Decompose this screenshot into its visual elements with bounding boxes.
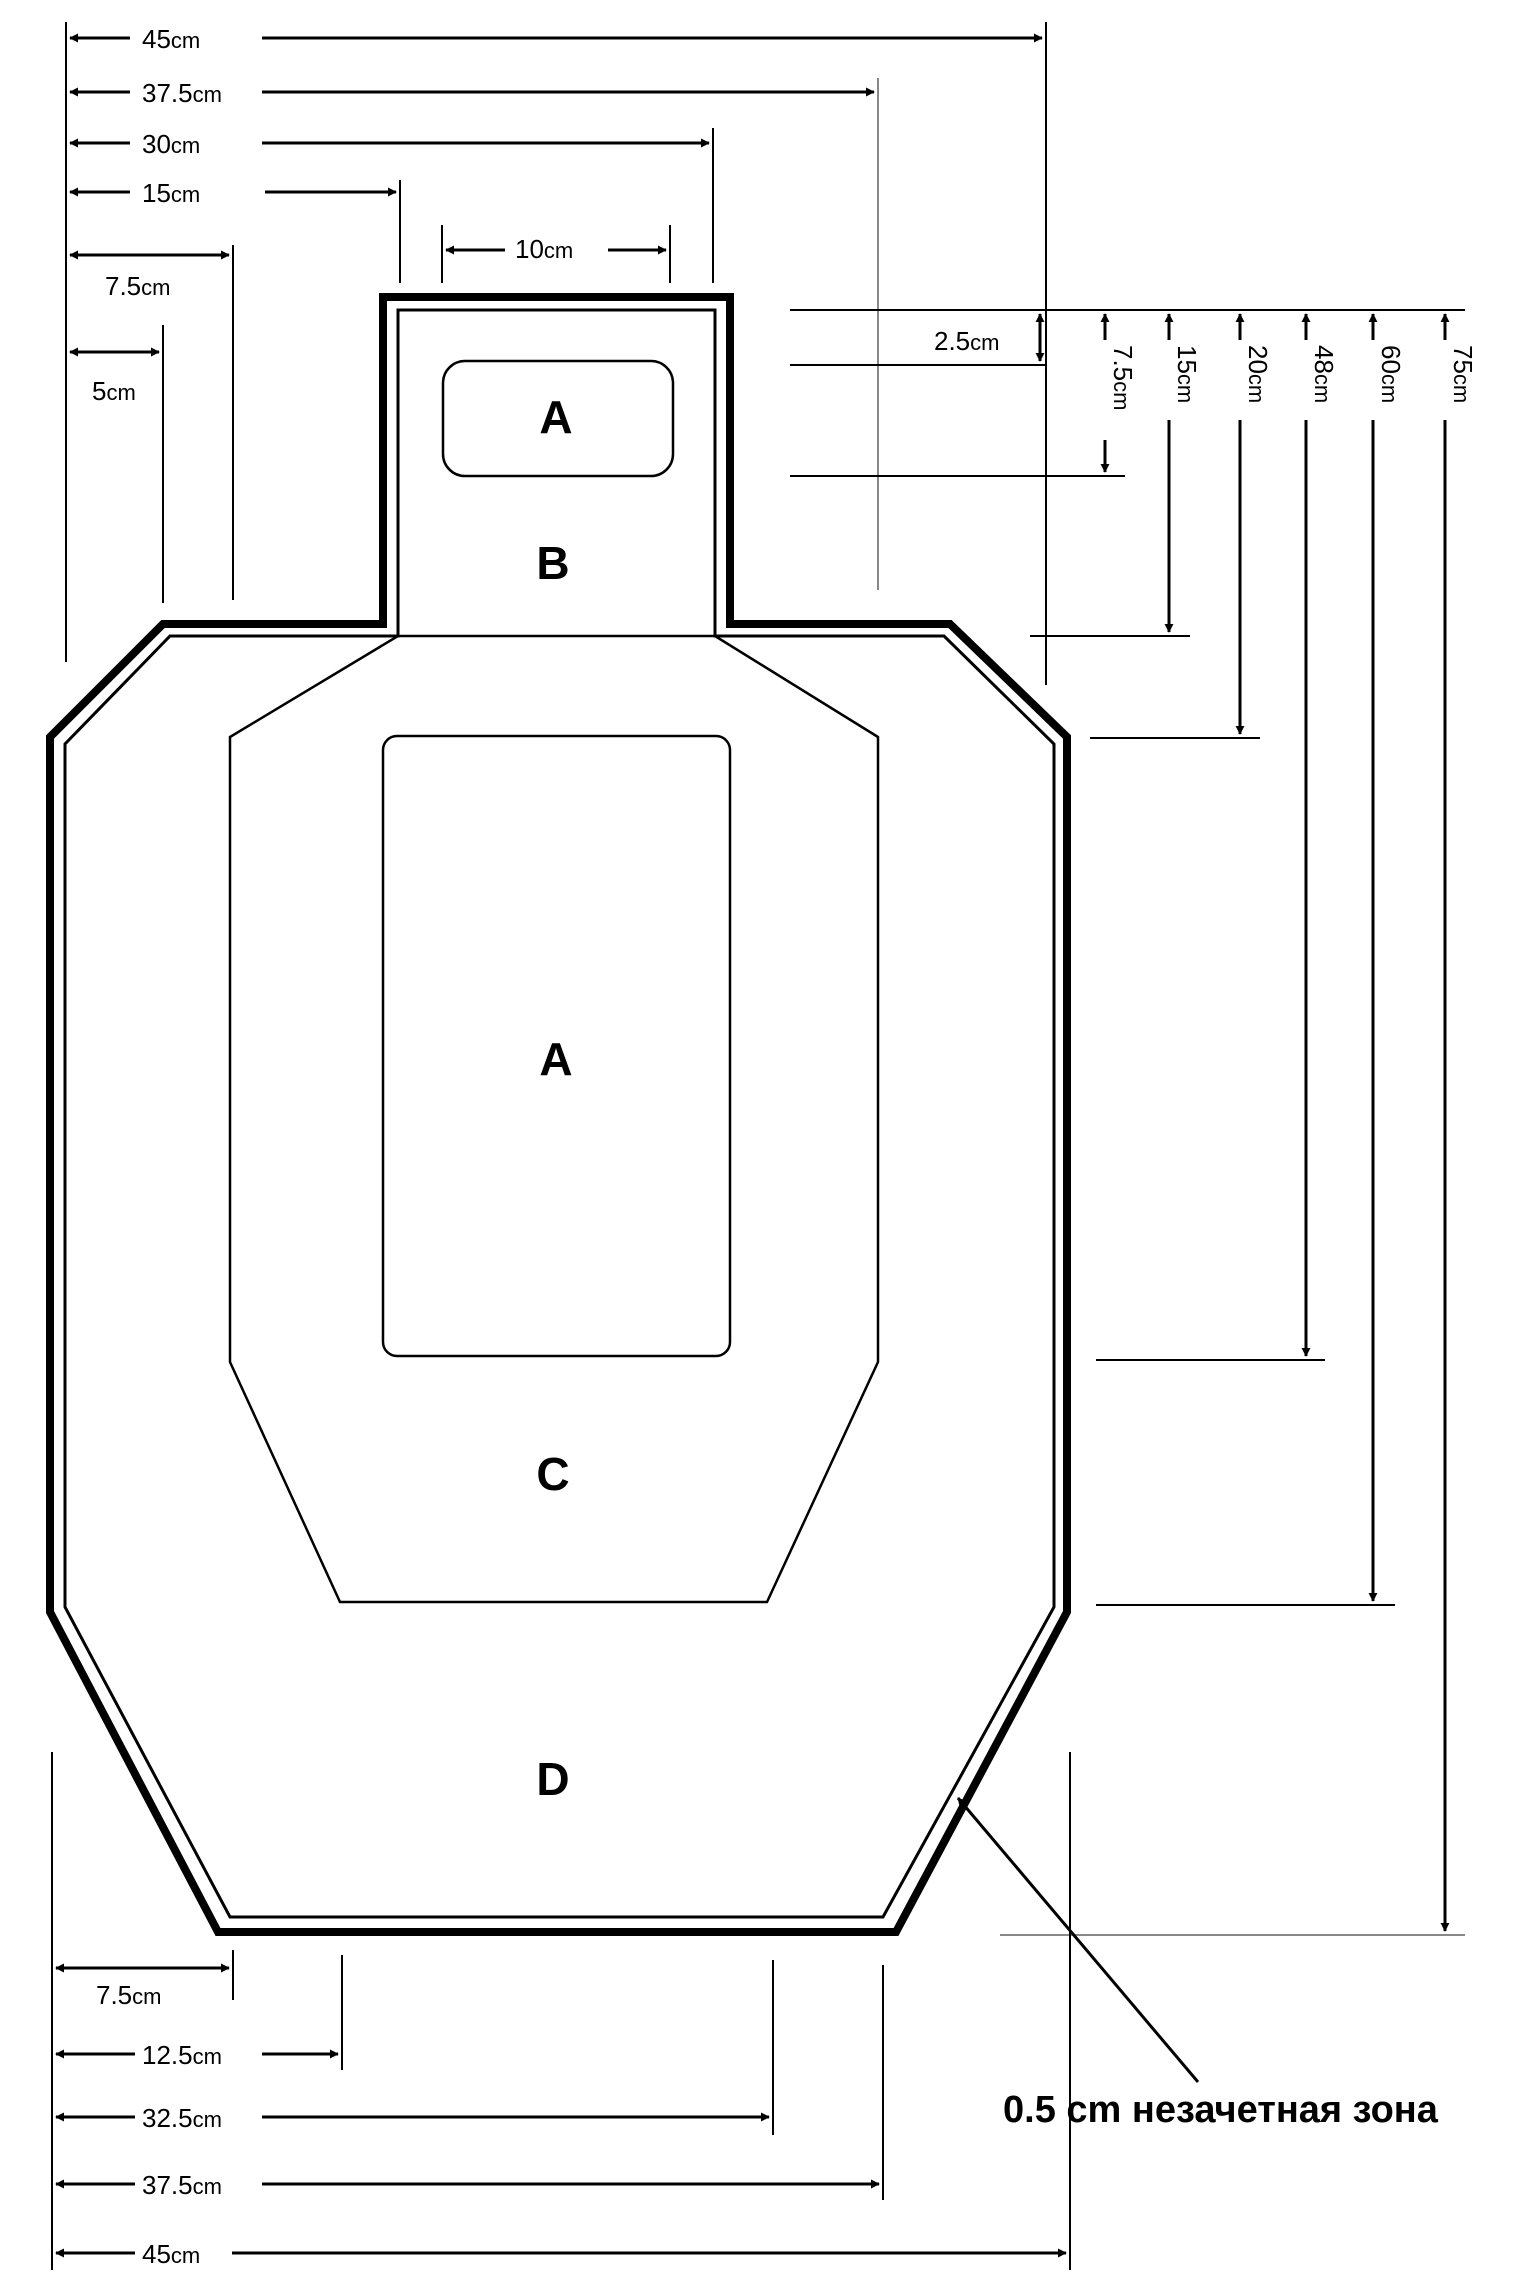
right-dim-7-5: 7.5cm [1108, 345, 1138, 410]
zone-label-b: B [536, 537, 569, 589]
non-scoring-zone-note: 0.5 cm незачетная зона [1003, 2089, 1439, 2131]
top-dim-10: 10cm [515, 234, 573, 264]
top-dim-30: 30cm [142, 129, 200, 159]
right-dim-15: 15cm [1172, 345, 1202, 403]
c-zone-outline [228, 634, 880, 1604]
zone-label-d: D [536, 1753, 569, 1805]
right-dim-60: 60cm [1376, 345, 1406, 403]
top-dim-45: 45cm [142, 24, 200, 54]
bottom-dim-37-5: 37.5cm [142, 2170, 222, 2200]
right-dim-20: 20cm [1243, 345, 1273, 403]
bottom-dim-45: 45cm [142, 2239, 200, 2269]
top-dim-15: 15cm [142, 178, 200, 208]
top-dim-5: 5cm [92, 376, 136, 406]
bottom-dim-12-5: 12.5cm [142, 2040, 222, 2070]
head-a-zone [441, 359, 675, 478]
zone-label-c: C [536, 1448, 569, 1500]
zone-label-a-head: A [539, 391, 572, 443]
top-dim-7-5: 7.5cm [105, 271, 170, 301]
bottom-dim-32-5: 32.5cm [142, 2103, 222, 2133]
right-dim-2-5: 2.5cm [934, 326, 999, 356]
bottom-dim-7-5: 7.5cm [96, 1980, 161, 2010]
body-a-zone [381, 734, 732, 1358]
right-dim-48: 48cm [1309, 345, 1339, 403]
right-dim-75: 75cm [1448, 345, 1478, 403]
note-leader-line [956, 1797, 1200, 2083]
top-dim-37-5: 37.5cm [142, 78, 222, 108]
zone-label-a-body: A [539, 1033, 572, 1085]
target-outer-border [46, 293, 1071, 1936]
